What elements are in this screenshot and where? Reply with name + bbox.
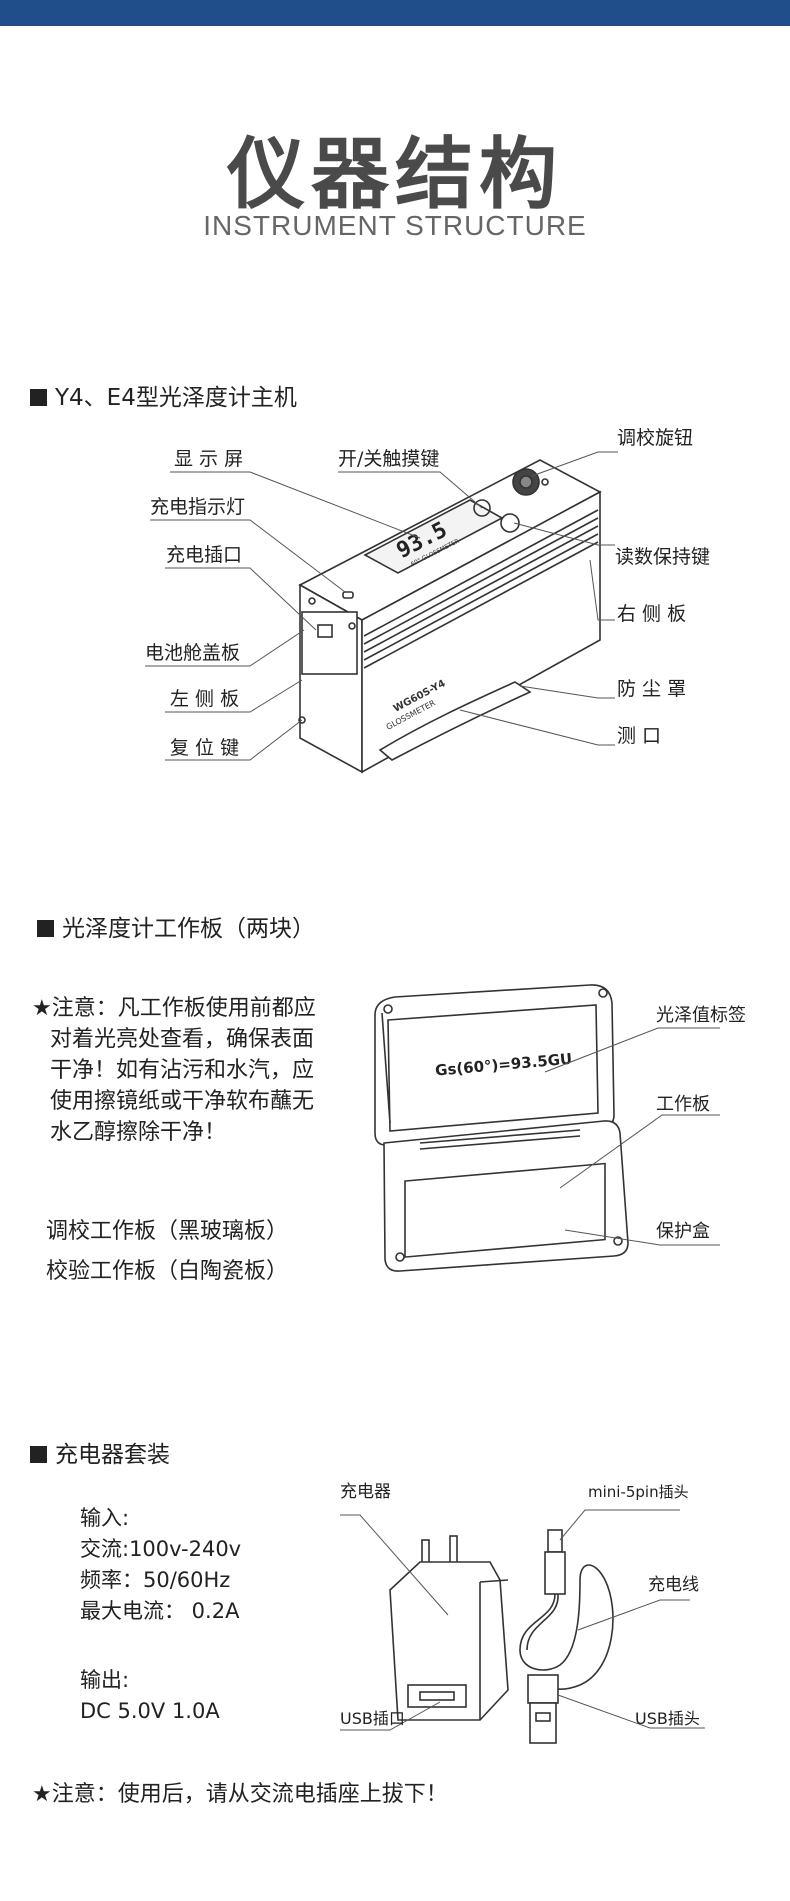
section-heading-text: 光泽度计工作板（两块） [62,916,315,942]
label-mini-plug: mini-5pin插头 [588,1483,689,1501]
section-heading-plates: 光泽度计工作板（两块） [37,909,315,943]
label-power-key: 开/关触摸键 [338,448,439,470]
plate-box-diagram: Gs(60°)=93.5GU 光泽值标签 工作板 保护盒 [374,984,746,1272]
charger-drawing [389,1535,509,1721]
note-line: 干净！如有沾污和水汽，应 [50,1058,315,1083]
label-cable: 充电线 [648,1575,699,1595]
output-spec: 输出: DC 5.0V 1.0A [80,1665,220,1727]
section-heading-host: Y4、E4型光泽度计主机 [30,378,297,412]
cable-drawing [519,1529,614,1744]
label-battery-cover: 电池舱盖板 [145,642,240,664]
label-display: 显 示 屏 [174,448,243,470]
charger-kit-diagram: 充电器 mini-5pin插头 充电线 USB插口 USB插头 [340,1482,705,1744]
plate-care-note: ★注意：凡工作板使用前都应 对着光亮处查看，确保表面 干净！如有沾污和水汽，应 … [32,993,316,1148]
label-hold-key: 读数保持键 [615,546,710,568]
footer-note: ★注意：使用后，请从交流电插座上拔下！ [32,1782,448,1807]
section-heading-charger: 充电器套装 [30,1435,170,1469]
label-charge-led: 充电指示灯 [150,496,245,518]
label-right-panel: 右 侧 板 [617,603,686,625]
label-dust-cover: 防 尘 罩 [617,678,686,700]
plate-list: 调校工作板（黑玻璃板） 校验工作板（白陶瓷板） [46,1212,288,1292]
label-gloss-tag: 光泽值标签 [656,1005,746,1026]
label-charge-port: 充电插口 [166,544,242,566]
square-bullet-icon [30,1446,47,1463]
section-heading-text: Y4、E4型光泽度计主机 [55,385,297,411]
note-line: ★注意：凡工作板使用前都应 [32,996,316,1021]
leader-lines [544,1027,720,1246]
section-heading-text: 充电器套装 [55,1442,170,1468]
plate-item-white-ceramic: 校验工作板（白陶瓷板） [46,1259,289,1284]
square-bullet-icon [30,389,47,406]
leader-lines [145,451,618,761]
page-subtitle: INSTRUMENT STRUCTURE [203,210,587,241]
label-charger: 充电器 [340,1482,391,1502]
spec-line: 频率：50/60Hz [80,1568,231,1592]
note-line: 水乙醇擦除干净！ [50,1120,227,1145]
spec-line: 交流:100v-240v [80,1537,242,1561]
label-usb-port: USB插口 [340,1709,405,1728]
label-work-plate: 工作板 [656,1094,710,1115]
input-spec: 输入: 交流:100v-240v 频率：50/60Hz 最大电流： 0.2A [80,1503,241,1627]
plate-item-black-glass: 调校工作板（黑玻璃板） [46,1219,289,1244]
label-left-panel: 左 侧 板 [170,688,239,710]
spec-line: 输出: [80,1668,130,1692]
note-line: 使用擦镜纸或干净软布蘸无 [50,1089,315,1114]
leader-lines [340,1509,705,1731]
label-reset-key: 复 位 键 [170,737,239,759]
spec-line: 输入: [80,1506,130,1530]
note-line: 对着光亮处查看，确保表面 [50,1027,315,1052]
box-drawing [374,984,629,1272]
top-banner-bar [0,0,790,26]
device-drawing [298,459,602,774]
label-measure-port: 测 口 [617,725,661,747]
host-structure-diagram: 93.5 60° GLOSSMETER WG60S-Y4 GLOSSMETER … [145,427,710,774]
spec-line: 最大电流： 0.2A [80,1599,240,1623]
page-title: 仪器结构 [226,130,563,220]
spec-line: DC 5.0V 1.0A [80,1699,220,1723]
square-bullet-icon [37,920,54,937]
label-protect-box: 保护盒 [656,1221,710,1242]
label-adjust-knob: 调校旋钮 [617,427,693,449]
label-usb-plug: USB插头 [635,1709,700,1728]
